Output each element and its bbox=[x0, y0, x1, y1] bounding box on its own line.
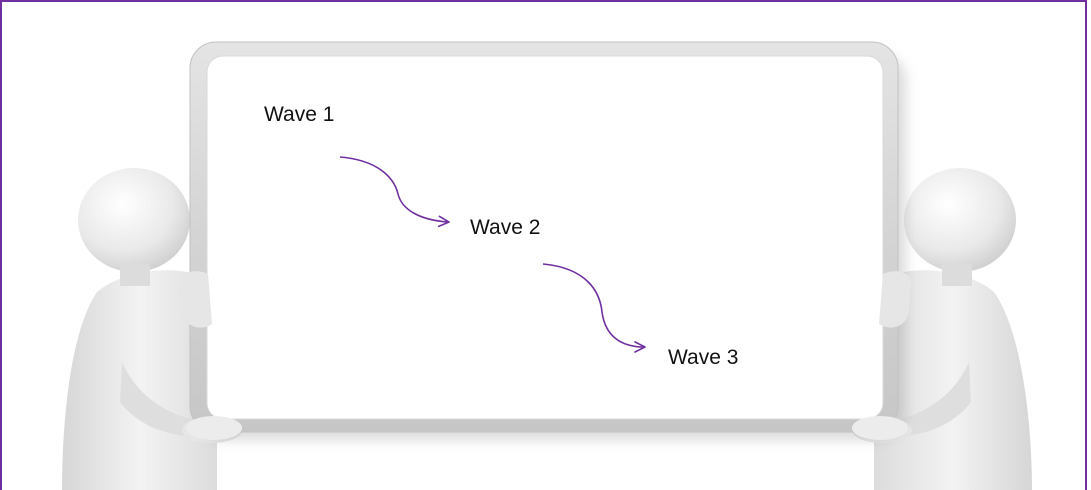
whiteboard-surface bbox=[206, 55, 884, 420]
wave-3-label: Wave 3 bbox=[668, 346, 739, 369]
wave-1-label: Wave 1 bbox=[264, 103, 335, 126]
wave-2-label: Wave 2 bbox=[470, 216, 541, 239]
arrow-wave1-to-wave2 bbox=[339, 156, 450, 228]
arrow-wave2-to-wave3 bbox=[542, 263, 646, 353]
